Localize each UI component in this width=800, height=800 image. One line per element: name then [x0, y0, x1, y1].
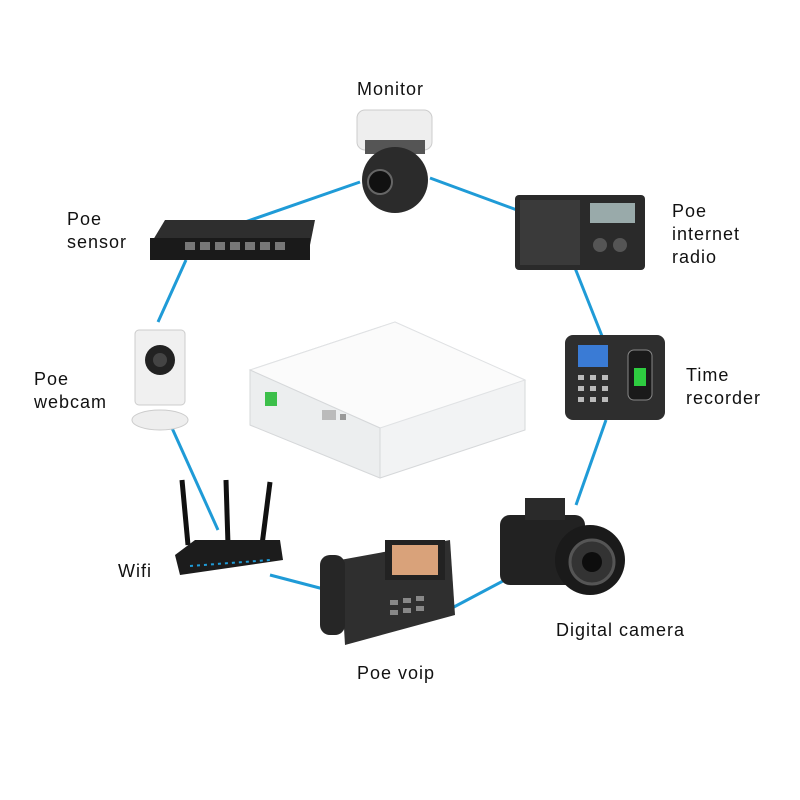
link-recorder-camera: [574, 419, 608, 506]
voip-phone-icon: [320, 540, 455, 645]
link-radio-recorder: [573, 267, 604, 337]
label-digital-camera: Digital camera: [556, 619, 685, 642]
center-hub-device: [248, 321, 527, 479]
label-voip: Poe voip: [357, 662, 435, 685]
label-webcam: Poe webcam: [34, 368, 107, 414]
label-line: internet: [672, 224, 741, 244]
label-line: Poe voip: [357, 663, 436, 683]
label-line: Poe: [34, 369, 70, 389]
label-internet-radio: Poe internet radio: [672, 200, 740, 269]
sensor-switch-icon: [150, 220, 315, 260]
label-line: Time: [686, 365, 730, 385]
label-line: Wifi: [118, 561, 152, 581]
label-line: Poe: [672, 201, 708, 221]
label-line: Digital camera: [556, 620, 686, 640]
power-indicator-icon: [265, 392, 277, 406]
link-wifi-webcam: [170, 427, 220, 531]
label-time-recorder: Time recorder: [686, 364, 761, 410]
wifi-router-icon: [175, 479, 283, 575]
link-monitor-radio: [429, 176, 518, 212]
digital-camera-icon: [500, 498, 625, 595]
link-webcam-sensor: [156, 259, 188, 323]
label-line: Poe: [67, 209, 103, 229]
internet-radio-icon: [515, 195, 645, 270]
label-line: sensor: [67, 232, 128, 252]
link-monitor-sensor: [244, 180, 361, 224]
label-wifi: Wifi: [118, 560, 152, 583]
label-sensor: Poe sensor: [67, 208, 127, 254]
time-recorder-icon: [565, 335, 665, 420]
label-line: recorder: [686, 388, 762, 408]
monitor-camera-icon: [356, 109, 433, 213]
label-monitor: Monitor: [357, 78, 424, 101]
label-line: Monitor: [357, 79, 425, 99]
label-line: radio: [672, 247, 718, 267]
label-line: webcam: [34, 392, 108, 412]
webcam-icon: [131, 329, 189, 431]
